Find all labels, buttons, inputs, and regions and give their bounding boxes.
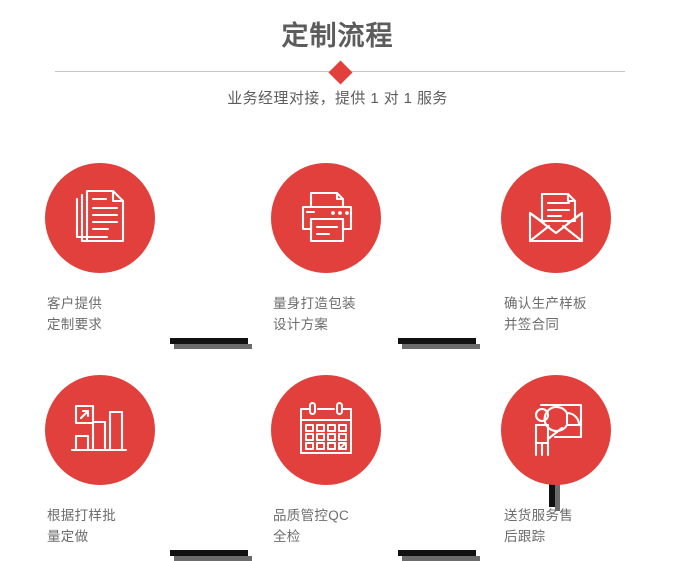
process-step-4[interactable]: 根据打样批 量定做 xyxy=(5,375,195,547)
connector-shadow xyxy=(555,469,560,511)
step-3-label-line1: 确认生产样板 xyxy=(504,296,587,311)
process-step-3[interactable]: 确认生产样板 并签合同 xyxy=(462,163,652,335)
step-4-icon-circle[interactable] xyxy=(45,375,155,485)
step-5-label-line1: 品质管控QC xyxy=(273,508,350,523)
title-divider xyxy=(55,59,625,85)
connector-step5-step6 xyxy=(398,550,480,561)
step-6-label: 送货服务售 后跟踪 xyxy=(482,505,642,547)
header-section: 定制流程 业务经理对接，提供 1 对 1 服务 xyxy=(0,0,675,130)
envelope-document-icon xyxy=(525,187,587,249)
calendar-check-icon-wrap[interactable] xyxy=(271,375,381,485)
connector-shadow xyxy=(174,556,252,561)
process-step-2[interactable]: 量身打造包装 设计方案 xyxy=(231,163,421,335)
connector-step2-step3 xyxy=(398,338,480,349)
connector-step4-step5 xyxy=(170,550,252,561)
step-1-label-line2: 定制要求 xyxy=(47,317,103,332)
step-4-label: 根据打样批 量定做 xyxy=(25,505,185,547)
step-3-label: 确认生产样板 并签合同 xyxy=(482,293,642,335)
calendar-check-icon xyxy=(296,400,356,460)
step-2-label: 量身打造包装 设计方案 xyxy=(251,293,411,335)
diamond-icon xyxy=(327,59,353,85)
step-2-label-line2: 设计方案 xyxy=(273,317,329,332)
connector-shadow xyxy=(402,344,480,349)
step-6-label-line2: 后跟踪 xyxy=(504,529,546,544)
connector-shadow xyxy=(174,344,252,349)
step-3-label-line2: 并签合同 xyxy=(504,317,560,332)
step-4-label-line2: 量定做 xyxy=(47,529,89,544)
printer-icon xyxy=(295,187,357,249)
connector-bar xyxy=(549,465,555,507)
step-1-icon-circle[interactable] xyxy=(45,163,155,273)
step-1-label-line1: 客户提供 xyxy=(47,296,103,311)
bar-chart-growth-icon xyxy=(70,400,130,460)
connector-step1-step2 xyxy=(170,338,252,349)
page-title: 定制流程 xyxy=(281,21,394,51)
step-3-icon-circle[interactable] xyxy=(501,163,611,273)
connector-bar xyxy=(398,338,476,344)
process-flow: 客户提供 定制要求 xyxy=(0,130,675,561)
process-step-1[interactable]: 客户提供 定制要求 xyxy=(5,163,195,335)
presenter-piechart-icon xyxy=(525,399,587,461)
process-step-6[interactable]: 送货服务售 后跟踪 xyxy=(462,375,652,547)
step-2-icon-circle[interactable] xyxy=(271,163,381,273)
step-1-label: 客户提供 定制要求 xyxy=(25,293,185,335)
documents-stack-icon xyxy=(69,187,131,249)
connector-bar xyxy=(170,338,248,344)
page-subtitle: 业务经理对接，提供 1 对 1 服务 xyxy=(227,90,448,107)
process-step-5[interactable]: 品质管控QC 全检 xyxy=(231,375,421,547)
step-5-label-line2: 全检 xyxy=(273,529,301,544)
step-4-label-line1: 根据打样批 xyxy=(47,508,116,523)
connector-step3-step6 xyxy=(549,465,560,511)
step-2-label-line1: 量身打造包装 xyxy=(273,296,356,311)
step-6-label-line1: 送货服务售 xyxy=(504,508,573,523)
step-6-icon-circle[interactable] xyxy=(501,375,611,485)
connector-shadow xyxy=(402,556,480,561)
step-5-label: 品质管控QC 全检 xyxy=(251,505,411,547)
